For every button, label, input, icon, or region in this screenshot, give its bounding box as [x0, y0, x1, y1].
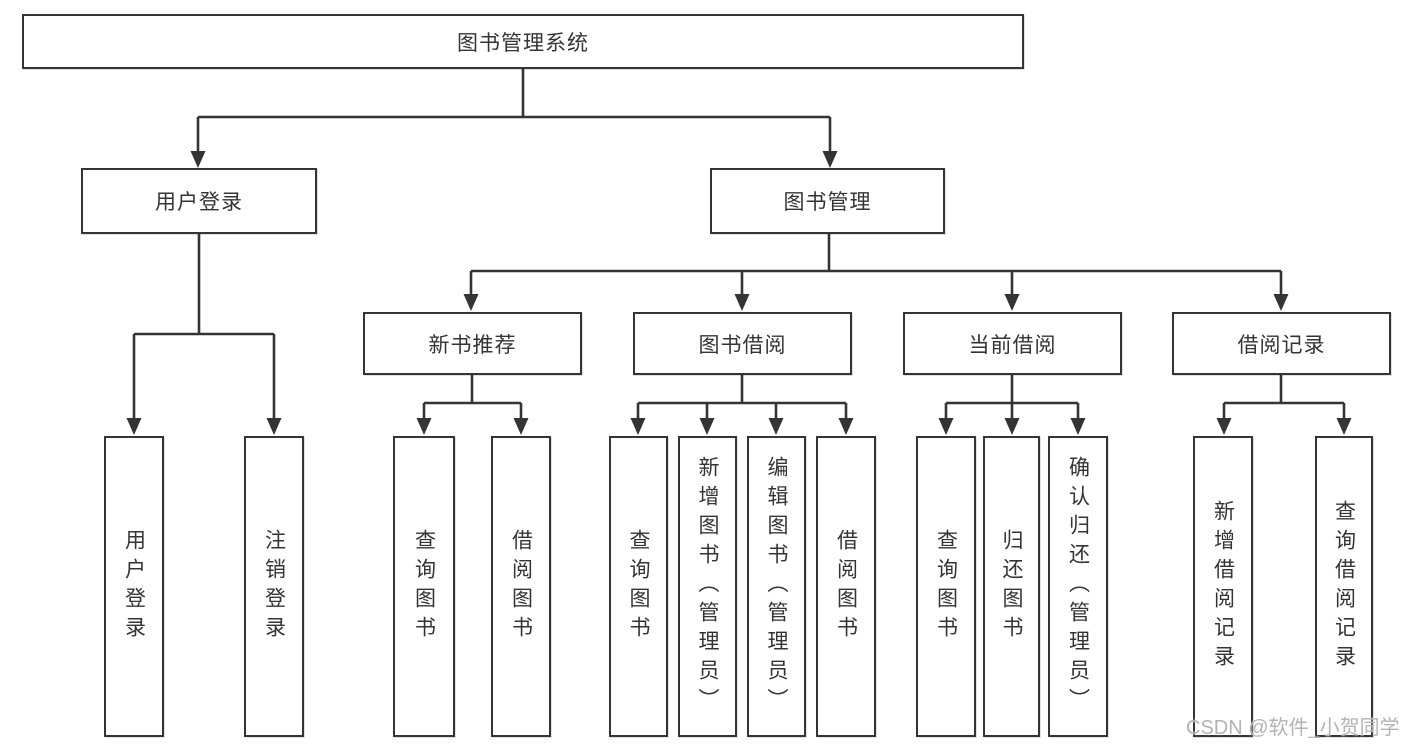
- node-label: 用户登录: [155, 191, 243, 214]
- leaf-bb-add-books-admin: 新增图书（管理员）: [678, 436, 737, 737]
- leaf-bb-query-books: 查询图书: [609, 436, 668, 737]
- node-label: 查询图书: [412, 528, 436, 645]
- leaf-cb-query-books: 查询图书: [916, 436, 976, 737]
- node-label: 新书推荐: [428, 333, 517, 357]
- node-book-management: 图书管理: [710, 168, 945, 234]
- leaf-cb-return-books: 归还图书: [983, 436, 1040, 737]
- node-label: 图书借阅: [698, 333, 787, 357]
- csdn-watermark: CSDN @软件_小贺同学: [1186, 717, 1400, 739]
- node-label: 新增借阅记录: [1211, 499, 1235, 674]
- leaf-nbr-query-books: 查询图书: [393, 436, 455, 737]
- node-label: 图书管理: [783, 191, 872, 214]
- node-label: 当前借阅: [968, 333, 1057, 357]
- node-label: 注销登录: [262, 528, 286, 645]
- leaf-bb-edit-books-admin: 编辑图书（管理员）: [747, 436, 806, 737]
- node-label: 确认归还（管理员）: [1066, 456, 1090, 717]
- node-label: 用户登录: [122, 528, 146, 645]
- node-book-borrowing: 图书借阅: [633, 312, 852, 375]
- node-label: 借阅图书: [834, 528, 858, 645]
- node-library-management-system: 图书管理系统: [22, 14, 1024, 69]
- leaf-bb-borrow-books: 借阅图书: [816, 436, 876, 737]
- node-borrow-records: 借阅记录: [1172, 312, 1391, 375]
- node-user-login: 用户登录: [81, 168, 317, 234]
- node-label: 查询图书: [934, 528, 958, 645]
- leaf-cb-confirm-return-admin: 确认归还（管理员）: [1048, 436, 1108, 737]
- node-label: 查询图书: [627, 528, 650, 645]
- node-label: 图书管理系统: [457, 31, 589, 55]
- leaf-br-query-record: 查询借阅记录: [1315, 436, 1373, 737]
- node-new-book-recommend: 新书推荐: [363, 312, 582, 375]
- node-label: 新增图书（管理员）: [696, 456, 719, 717]
- leaf-user-login: 用户登录: [104, 436, 164, 737]
- node-label: 编辑图书（管理员）: [765, 456, 788, 717]
- node-label: 借阅图书: [509, 528, 533, 645]
- node-label: 借阅记录: [1237, 333, 1326, 357]
- node-current-borrowing: 当前借阅: [903, 312, 1122, 375]
- node-label: 归还图书: [1000, 528, 1023, 645]
- leaf-br-add-record: 新增借阅记录: [1193, 436, 1253, 737]
- leaf-logout: 注销登录: [244, 436, 304, 737]
- node-label: 查询借阅记录: [1332, 499, 1356, 674]
- leaf-nbr-borrow-books: 借阅图书: [491, 436, 551, 737]
